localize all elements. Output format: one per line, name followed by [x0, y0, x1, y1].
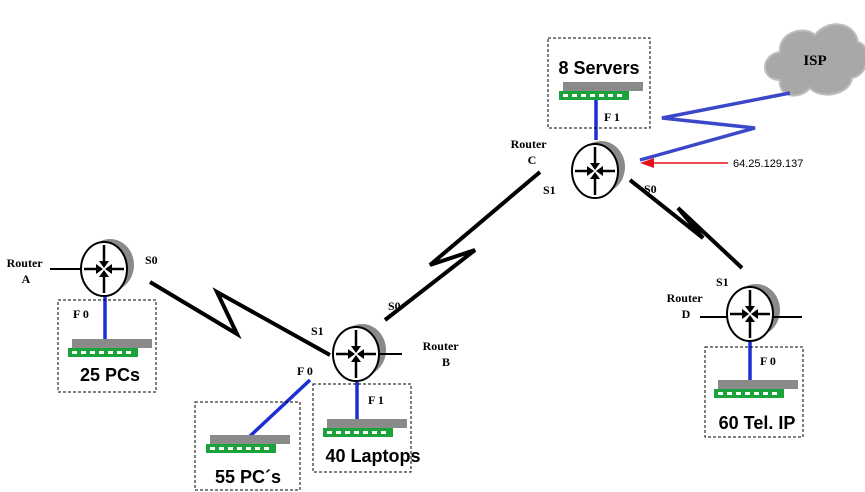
lan-a-caption: 25 PCs	[80, 365, 140, 385]
router-b-f0-label: F 0	[297, 364, 313, 378]
isp-ip-address: 64.25.129.137	[733, 158, 803, 170]
lan-link-b-f0	[246, 378, 312, 440]
router-d-s1-label: S1	[716, 275, 729, 289]
router-c-label: Router C	[511, 137, 550, 167]
router-a-icon	[79, 237, 136, 298]
router-b-icon	[331, 322, 388, 383]
lan-d-caption: 60 Tel. IP	[719, 413, 796, 433]
router-c-s1-label: S1	[543, 183, 556, 197]
switch-icon	[68, 339, 152, 357]
router-d-f0-label: F 0	[760, 354, 776, 368]
serial-link-a-b	[148, 280, 331, 357]
lan-b-f0-caption: 55 PC´s	[215, 467, 281, 487]
lan-c-caption: 8 Servers	[558, 58, 639, 78]
router-a-f0-label: F 0	[73, 307, 89, 321]
router-d-icon	[725, 282, 782, 343]
router-a-label: Router A	[7, 256, 46, 286]
lan-b-f1-caption: 40 Laptops	[325, 446, 420, 466]
router-b-s0-label: S0	[388, 299, 401, 313]
router-b-f1-label: F 1	[368, 393, 384, 407]
router-b-label: Router B	[423, 339, 462, 369]
lan-box-b-f0	[194, 401, 301, 491]
router-c-s0-label: S0	[644, 182, 657, 196]
isp-serial-link	[639, 91, 791, 162]
switch-icon	[206, 435, 290, 453]
switch-icon	[559, 82, 643, 100]
router-d-label: Router D	[667, 291, 706, 321]
switch-icon	[714, 380, 798, 398]
isp-ip-arrow-icon	[640, 158, 728, 168]
isp-cloud-icon	[764, 23, 865, 97]
lan-box-b-f1	[312, 383, 412, 473]
isp-label: ISP	[803, 53, 826, 69]
router-c-icon	[570, 139, 627, 200]
lan-box-c	[547, 37, 651, 129]
serial-link-b-c	[383, 170, 542, 322]
serial-link-c-d	[628, 178, 744, 270]
switch-icon	[323, 419, 407, 437]
router-a-s0-label: S0	[145, 253, 158, 267]
router-b-s1-label: S1	[311, 324, 324, 338]
lan-box-d	[704, 346, 804, 438]
router-c-f1-label: F 1	[604, 110, 620, 124]
